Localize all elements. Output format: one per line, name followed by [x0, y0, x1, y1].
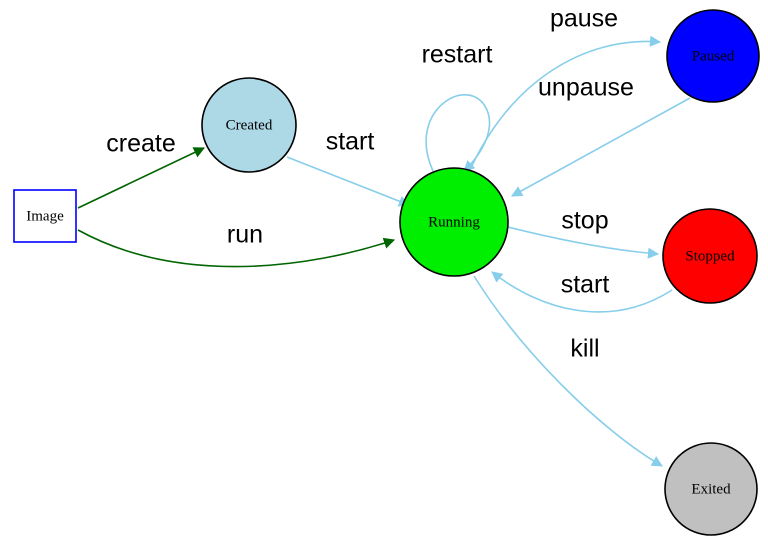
node-shape-image[interactable]	[13, 189, 77, 243]
node-label-created: Created	[226, 117, 273, 133]
node-shape-exited[interactable]	[664, 442, 758, 536]
node-exited[interactable]: Exited	[664, 442, 758, 536]
node-shape-running[interactable]	[399, 167, 509, 277]
edge-label-start-stopped: start	[561, 271, 610, 299]
node-created[interactable]: Created	[201, 77, 297, 173]
node-label-paused: Paused	[692, 48, 735, 64]
edge-restart	[425, 94, 491, 172]
edge-create	[77, 147, 206, 209]
edge-label-start-created: start	[326, 128, 375, 156]
edge-labels-layer: create run start restart pause unpause stop sta…	[106, 5, 634, 363]
edge-pause	[469, 35, 662, 171]
node-label-exited: Exited	[691, 481, 731, 497]
edge-run	[77, 229, 396, 268]
edge-unpause	[511, 97, 691, 197]
edge-label-unpause: unpause	[538, 74, 634, 102]
edge-label-run: run	[227, 221, 263, 249]
edge-start-stopped	[491, 271, 673, 313]
edge-label-pause: pause	[550, 5, 618, 33]
node-label-image: Image	[26, 208, 64, 224]
node-running[interactable]: Running	[399, 167, 509, 277]
node-shape-paused[interactable]	[666, 9, 760, 103]
node-shape-created[interactable]	[201, 77, 297, 173]
node-stopped[interactable]: Stopped	[662, 208, 758, 304]
node-image[interactable]: Image	[13, 189, 77, 243]
edge-stop	[507, 226, 660, 259]
node-shape-stopped[interactable]	[662, 208, 758, 304]
node-label-running: Running	[428, 214, 480, 230]
edge-label-create: create	[106, 130, 175, 158]
edge-label-stop: stop	[561, 207, 608, 235]
edge-start-created	[286, 156, 411, 207]
edges-layer	[77, 35, 691, 467]
edge-label-kill: kill	[570, 335, 599, 363]
edge-kill	[473, 275, 663, 467]
edge-label-restart: restart	[422, 41, 493, 69]
node-label-stopped: Stopped	[685, 248, 735, 264]
node-paused[interactable]: Paused	[666, 9, 760, 103]
